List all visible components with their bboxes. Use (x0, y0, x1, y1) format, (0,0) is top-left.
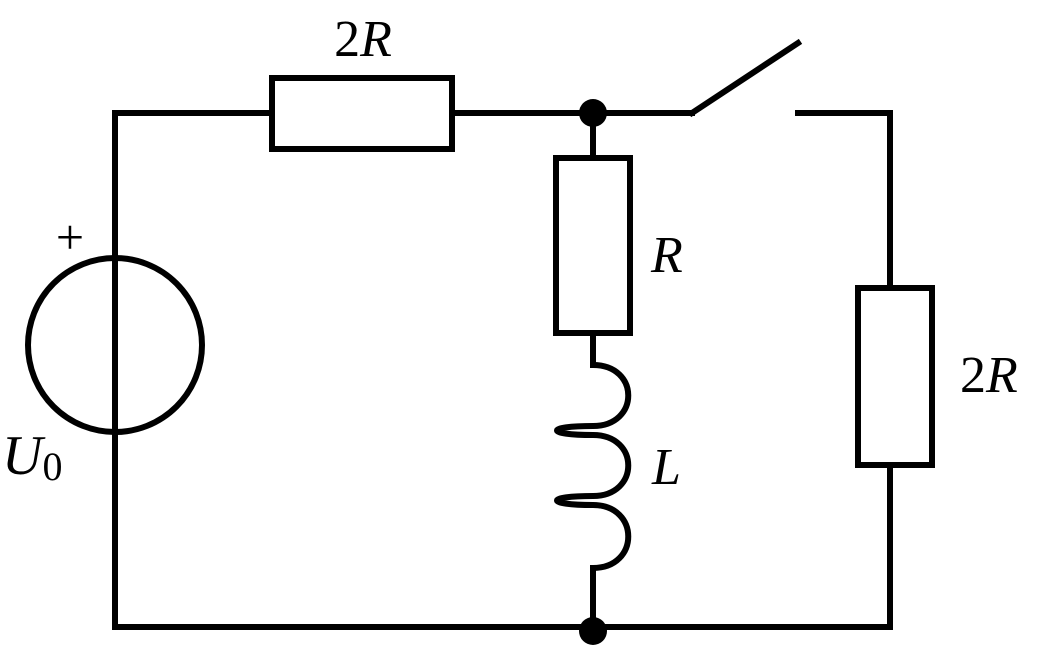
branch-resistor (553, 155, 633, 336)
series-resistor-symbol: R (359, 11, 392, 68)
series-resistor-coef: 2 (334, 11, 360, 68)
branch-resistor-label: R (650, 227, 683, 284)
switch-blade (687, 38, 803, 118)
load-resistor-coef: 2 (960, 347, 986, 404)
series-resistor (269, 75, 455, 152)
source-symbol: U (2, 425, 46, 487)
source-plus-sign: + (56, 209, 84, 265)
load-resistor-label: 2R (960, 347, 1018, 404)
inductor-label: L (651, 439, 681, 496)
series-resistor-label: 2R (334, 11, 392, 68)
voltage-source (25, 255, 205, 435)
junction-dot-top (579, 99, 607, 127)
wires (112, 110, 893, 630)
load-resistor (855, 285, 935, 468)
junction-dot-bottom (579, 617, 607, 645)
load-resistor-symbol: R (985, 347, 1018, 404)
source-label: U0 (2, 425, 62, 489)
source-subscript: 0 (42, 444, 62, 489)
inductor (554, 361, 632, 572)
